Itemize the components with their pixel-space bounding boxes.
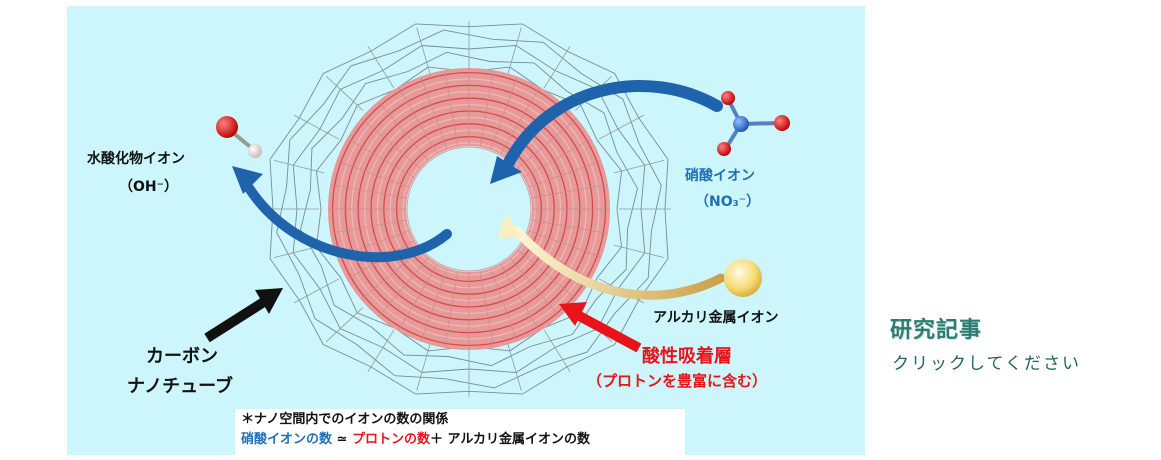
acid-layer-spoke xyxy=(524,138,591,178)
acid-layer-label: 酸性吸着層 xyxy=(642,346,732,367)
nitrate-label: 硝酸イオン xyxy=(685,168,755,184)
acid-layer-spoke xyxy=(398,87,438,154)
acid-layer-sublabel: （プロトンを豊富に含む） xyxy=(587,372,768,390)
hydroxide-arrow-head xyxy=(232,166,263,194)
nanotube-wall-spoke xyxy=(273,160,325,174)
nitrate-entry-arrow xyxy=(501,80,723,172)
nanotube-wall-spoke xyxy=(416,343,431,391)
acid-layer-spoke xyxy=(331,219,407,234)
nitrate-molecule-icon xyxy=(717,91,790,156)
acid-layer-spoke xyxy=(378,101,429,161)
research-article-title[interactable]: 研究記事 xyxy=(890,318,983,343)
acid-layer-spoke xyxy=(528,230,601,258)
carbon-nanotube xyxy=(267,21,671,397)
alkali-ion-sphere-icon xyxy=(724,259,762,297)
acid-layer-spoke xyxy=(378,257,429,317)
note-equation: 硝酸イオンの数 ≃ プロトンの数＋ アルカリ金属イオンの数 xyxy=(241,432,590,448)
carbon-nanotube-label-line1: カーボン xyxy=(146,346,218,367)
nanotube-wall-spoke xyxy=(325,307,364,343)
acid-layer-spoke xyxy=(509,257,560,317)
nanotube-wall-spoke xyxy=(543,46,571,89)
nanotube-wall-spoke xyxy=(416,27,431,75)
nitrate-arrow-head xyxy=(490,156,522,184)
nanotube-wall-spoke xyxy=(293,114,340,140)
acid-layer-spoke xyxy=(490,268,518,341)
acid-layer-spoke xyxy=(347,138,414,178)
nanotube-wall-spoke xyxy=(367,46,395,89)
proton-count-term: プロトンの数 xyxy=(351,432,430,447)
acid-layer-spoke xyxy=(420,77,448,150)
acid-layer-spoke xyxy=(531,184,607,199)
acid-layer-spoke xyxy=(517,118,577,169)
nanotube-wall-spoke xyxy=(367,329,395,372)
acid-layer-spoke xyxy=(444,271,459,347)
acid-layer-spoke xyxy=(361,249,421,300)
nanotube-wall-spoke xyxy=(613,160,665,174)
diagram-figure: 水酸化物イオン （OH⁻） 硝酸イオン （NO₃⁻） アルカリ金属イオン カーボ… xyxy=(67,6,865,455)
acid-layer-spoke xyxy=(420,268,448,341)
plus-sign: ＋ xyxy=(429,432,443,447)
alkali-arrow-head xyxy=(497,214,522,238)
nanotube-wall-spoke xyxy=(507,343,522,391)
acid-layer-spoke xyxy=(531,219,607,234)
nanotube-wall-spoke xyxy=(507,27,522,75)
nanotube-wall-ring xyxy=(276,29,662,389)
approx-sign: ≃ xyxy=(332,432,352,447)
acid-pointer-arrow xyxy=(569,307,642,353)
acid-layer-spoke xyxy=(479,271,494,347)
acid-pointer-head xyxy=(559,302,587,326)
nanotube-wall-spoke xyxy=(293,278,340,304)
acid-layer-spoke xyxy=(500,87,540,154)
hydroxide-formula: （OH⁻） xyxy=(119,179,179,195)
nitrate-formula: （NO₃⁻） xyxy=(695,194,761,210)
acid-layer-spoke xyxy=(337,160,410,188)
acid-layer-spoke xyxy=(361,118,421,169)
alkali-ion-label: アルカリ金属イオン xyxy=(653,310,779,326)
click-prompt[interactable]: クリックしてください xyxy=(892,354,1081,374)
alkali-count-term: アルカリ金属イオンの数 xyxy=(443,432,591,447)
ion-count-note: ＊ナノ空間内でのイオンの数の関係 硝酸イオンの数 ≃ プロトンの数＋ アルカリ金… xyxy=(235,409,685,455)
acid-layer-spoke xyxy=(500,264,540,331)
acid-layer-spoke xyxy=(490,77,518,150)
acid-layer-spoke xyxy=(479,71,494,147)
acid-layer-spoke xyxy=(398,264,438,331)
hydroxide-exit-arrow xyxy=(244,183,452,263)
nanotube-wall-spoke xyxy=(598,114,645,140)
carbon-nanotube-label-line2: ナノチューブ xyxy=(127,376,234,397)
nanotube-wall-spoke xyxy=(543,329,571,372)
acid-layer-spoke xyxy=(517,249,577,300)
hydroxide-label: 水酸化物イオン xyxy=(87,151,185,167)
cnt-pointer-arrow xyxy=(204,293,273,343)
cnt-pointer-head xyxy=(255,288,283,314)
nanotube-wall-ring xyxy=(300,51,638,367)
nanotube-wall-spoke xyxy=(325,75,364,111)
nanotube-illustration xyxy=(204,21,790,397)
acid-layer-spoke xyxy=(528,160,601,188)
nitrate-count-term: 硝酸イオンの数 xyxy=(241,432,333,447)
water-molecule-icon xyxy=(216,116,262,158)
nanotube-wall-spoke xyxy=(613,244,665,258)
acid-layer-spoke xyxy=(331,184,407,199)
note-title: ＊ナノ空間内でのイオンの数の関係 xyxy=(241,412,449,427)
alkali-entry-arrow xyxy=(512,226,726,300)
acid-layer-spoke xyxy=(444,71,459,147)
